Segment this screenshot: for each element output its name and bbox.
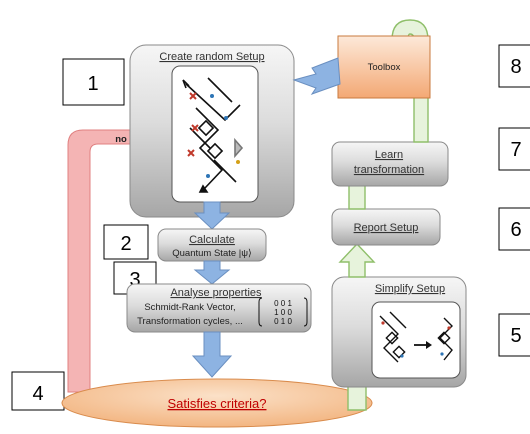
step-number-1-text: 1	[87, 73, 98, 95]
optical-setup-icon	[182, 77, 244, 193]
step-number-6: 6	[498, 207, 530, 251]
step-number-1: 1	[62, 58, 125, 106]
step-number-7-text: 7	[510, 139, 521, 161]
simplify-arrow-icon	[414, 341, 432, 349]
green-arrow-1	[338, 242, 376, 278]
criteria-ellipse: Satisfies criteria?	[61, 378, 373, 428]
step-number-2-text: 2	[120, 233, 131, 255]
setup-markers-icon	[187, 92, 240, 178]
toolbox-box: Toolbox	[337, 35, 431, 99]
no-arrow-label: no	[115, 134, 127, 145]
analyse-box: Analyse properties Schmidt-Rank Vector, …	[126, 283, 312, 333]
step-number-3-text: 3	[129, 269, 140, 291]
blue-arrow-1	[193, 201, 231, 230]
step-number-5: 5	[498, 313, 530, 357]
calculate-subtitle: Quantum State |ψ⟩	[172, 248, 252, 259]
criteria-title: Satisfies criteria?	[168, 396, 267, 411]
blue-arrow-2	[193, 260, 231, 285]
create-setup-box: Create random Setup	[129, 44, 295, 218]
step-number-4: 4	[11, 371, 65, 411]
step-number-8: 8	[498, 44, 530, 88]
matrix-row-1: 0 0 1	[274, 299, 292, 308]
step-number-4-text: 4	[32, 383, 43, 405]
calculate-title: Calculate	[189, 234, 235, 246]
learn-title-line2: transformation	[354, 164, 424, 176]
analyse-line2: Transformation cycles, ...	[137, 316, 243, 327]
analyse-line1: Schmidt-Rank Vector,	[144, 302, 235, 313]
permutation-matrix: 0 0 1 1 0 0 0 1 0	[258, 297, 308, 327]
matrix-row-3: 0 1 0	[274, 317, 292, 326]
complex-setup-icon	[379, 311, 407, 363]
simplify-box: Simplify Setup	[331, 276, 467, 388]
create-setup-title: Create random Setup	[159, 51, 264, 63]
step-number-2: 2	[103, 224, 149, 260]
blue-arrow-3	[191, 331, 233, 378]
matrix-row-2: 1 0 0	[274, 308, 292, 317]
learn-box: Learn transformation	[331, 141, 449, 187]
report-title: Report Setup	[354, 222, 419, 234]
calculate-box: Calculate Quantum State |ψ⟩	[157, 228, 267, 262]
blue-arrow-toolbox	[292, 57, 341, 95]
report-box: Report Setup	[331, 208, 441, 246]
step-number-5-text: 5	[510, 325, 521, 347]
step-number-8-text: 8	[510, 56, 521, 78]
analyse-title: Analyse properties	[170, 287, 262, 299]
simple-setup-icon	[437, 317, 453, 361]
learn-title-line1: Learn	[375, 149, 403, 161]
toolbox-title: Toolbox	[368, 62, 401, 73]
simplify-title: Simplify Setup	[375, 283, 445, 295]
step-number-7: 7	[498, 127, 530, 171]
step-number-6-text: 6	[510, 219, 521, 241]
